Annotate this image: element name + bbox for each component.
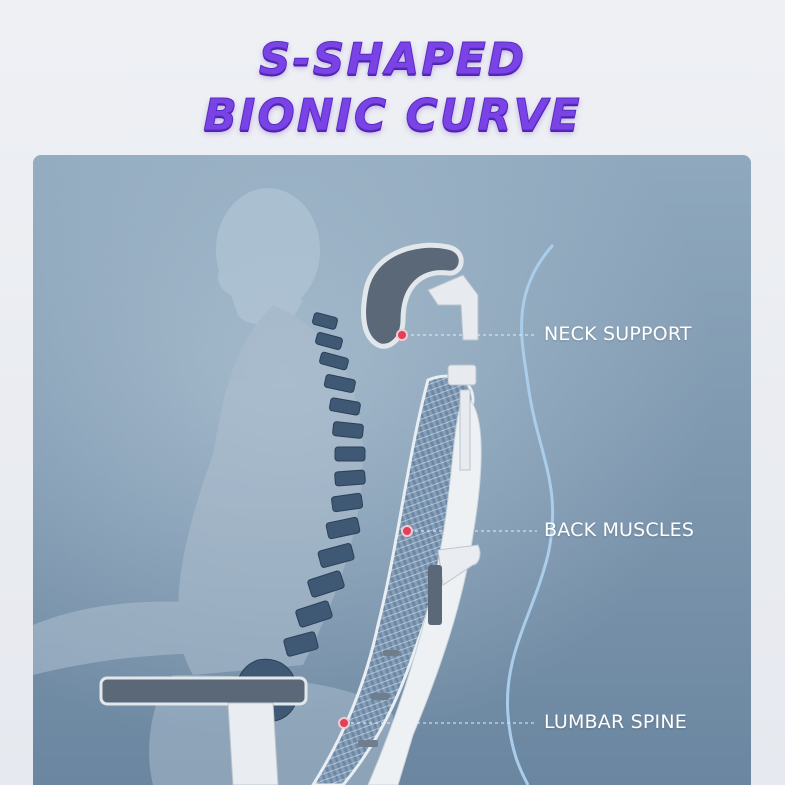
marker-lumbar-spine — [338, 717, 350, 729]
chair-spine-illustration — [33, 155, 751, 785]
callout-back-muscles: BACK MUSCLES — [544, 519, 695, 541]
illustration-panel — [33, 155, 751, 785]
s-curve-line — [505, 243, 555, 785]
callout-lumbar-spine: LUMBAR SPINE — [544, 711, 687, 733]
headline-line-2: BIONIC CURVE — [203, 90, 582, 141]
marker-neck-support — [396, 329, 408, 341]
chair-graphic — [99, 242, 482, 785]
headline-line-1: S-SHAPED — [258, 34, 527, 85]
callout-neck-support: NECK SUPPORT — [544, 323, 692, 345]
leader-lines — [345, 334, 537, 724]
marker-back-muscles — [401, 525, 413, 537]
